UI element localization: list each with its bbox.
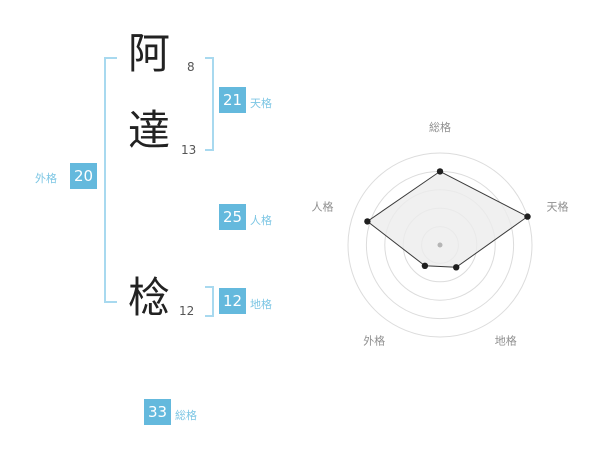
radar-axis-label-4: 人格 bbox=[312, 199, 334, 213]
radar-axis-label-2: 地格 bbox=[495, 334, 517, 348]
tenkaku-bracket bbox=[205, 57, 214, 151]
stroke-count-3: 12 bbox=[179, 304, 195, 318]
tenkaku-label: 天格 bbox=[250, 97, 272, 110]
chikaku-label: 地格 bbox=[250, 298, 272, 311]
name-character-2: 達 bbox=[128, 106, 171, 155]
stroke-count-1: 8 bbox=[187, 60, 195, 74]
chikaku-value-box: 12 bbox=[219, 288, 246, 314]
soukaku-label: 総格 bbox=[175, 409, 197, 422]
gaikaku-bracket bbox=[104, 57, 117, 303]
jinkaku-label: 人格 bbox=[250, 214, 272, 227]
tenkaku-value-box: 21 bbox=[219, 87, 246, 113]
name-character-1: 阿 bbox=[128, 29, 171, 78]
fortune-radar-chart-container: 総格天格地格 外格 人格 bbox=[305, 108, 575, 378]
gaikaku-value-box: 20 bbox=[70, 163, 97, 189]
gaikaku-label: 外格 bbox=[35, 172, 57, 185]
stroke-count-2: 13 bbox=[181, 143, 197, 157]
soukaku-value-box: 33 bbox=[144, 399, 171, 425]
radar-axis-label-1: 天格 bbox=[547, 199, 569, 213]
radar-axis-label-0: 総格 bbox=[429, 120, 451, 134]
name-character-3: 棯 bbox=[128, 273, 171, 322]
jinkaku-value-box: 25 bbox=[219, 204, 246, 230]
radar-axis-label-3: 外格 bbox=[363, 334, 385, 348]
chikaku-bracket bbox=[205, 286, 214, 317]
